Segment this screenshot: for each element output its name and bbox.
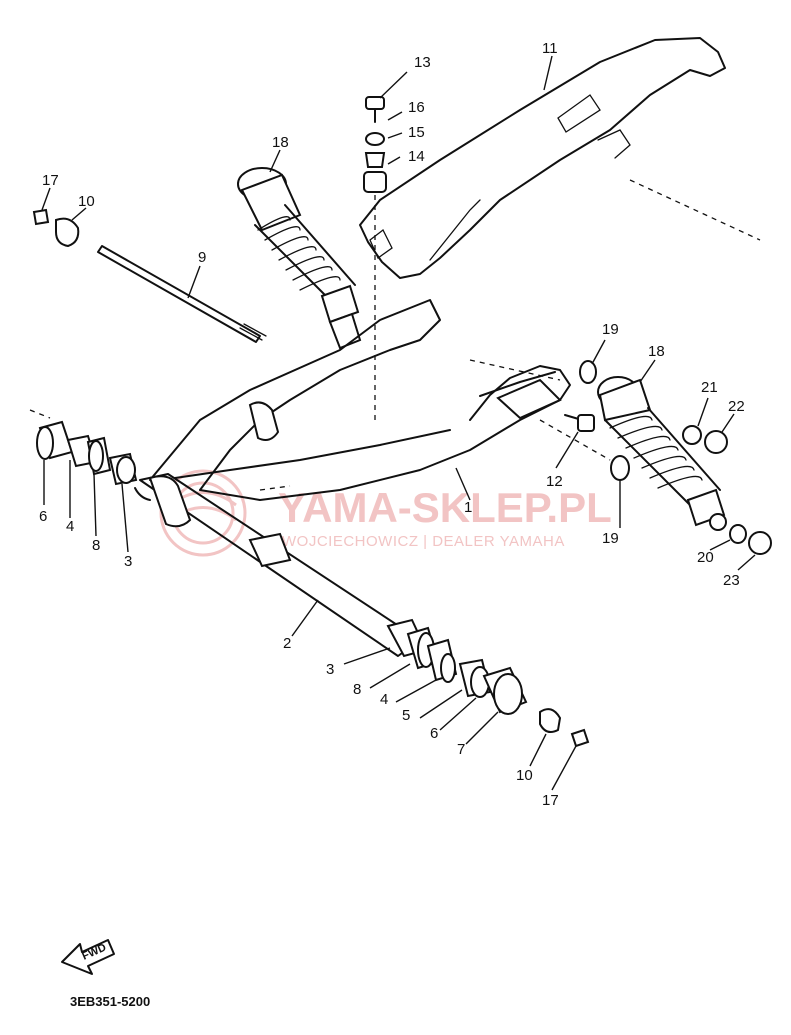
callout-17-right: 17: [542, 792, 559, 809]
callout-5: 5: [402, 707, 410, 724]
callout-23: 23: [723, 572, 740, 589]
swingarm-bolt-and-washers: [539, 360, 630, 481]
callout-3-right: 3: [326, 661, 334, 678]
callout-17-left: 17: [42, 172, 59, 189]
callout-7: 7: [457, 741, 465, 758]
callout-11: 11: [542, 40, 558, 57]
callout-19-upper: 19: [602, 321, 619, 338]
callout-6-left: 6: [39, 508, 47, 525]
callout-13: 13: [414, 54, 431, 71]
callout-9: 9: [198, 249, 206, 266]
callout-15: 15: [408, 124, 425, 141]
bolt-stack: [363, 96, 387, 420]
callout-16: 16: [408, 99, 425, 116]
callout-19-lower: 19: [602, 530, 619, 547]
callout-12: 12: [546, 473, 563, 490]
callout-10-right: 10: [516, 767, 533, 784]
swingarm: [149, 299, 571, 501]
drawing-code: 3EB351-5200: [70, 994, 150, 1009]
callout-2: 2: [283, 635, 291, 652]
callout-14: 14: [408, 148, 425, 165]
shock-absorber-lower: [597, 376, 772, 555]
watermark-subtitle: WOJCIECHOWICZ | DEALER YAMAHA: [282, 533, 565, 550]
shock-absorber-upper: [237, 167, 362, 350]
callout-8-left: 8: [92, 537, 100, 554]
pivot-shaft-hardware: [32, 208, 267, 343]
callout-4-left: 4: [66, 518, 74, 535]
callout-18-lower: 18: [648, 343, 665, 360]
callout-3-left: 3: [124, 553, 132, 570]
chain-guard: [359, 37, 761, 279]
watermark: YAMA-SKLEP.PL WOJCIECHOWICZ | DEALER YAM…: [159, 469, 612, 557]
callout-21: 21: [701, 379, 718, 396]
callout-1: 1: [464, 499, 472, 516]
left-bushing-stack: [29, 409, 138, 486]
callout-18-upper: 18: [272, 134, 289, 151]
callout-22: 22: [728, 398, 745, 415]
forward-arrow-icon: FWD: [61, 939, 115, 975]
callout-10-left: 10: [78, 193, 95, 210]
callout-4-right: 4: [380, 691, 388, 708]
callout-8-right: 8: [353, 681, 361, 698]
callout-20: 20: [697, 549, 714, 566]
watermark-brand: YAMA-SKLEP.PL: [278, 484, 612, 531]
callouts: 13 16 15 14 11 18 17 10 9 19 18 21 22 12…: [39, 40, 745, 809]
right-bushing-stack: [386, 618, 590, 748]
callout-6-right: 6: [430, 725, 438, 742]
leader-lines: [41, 55, 756, 791]
